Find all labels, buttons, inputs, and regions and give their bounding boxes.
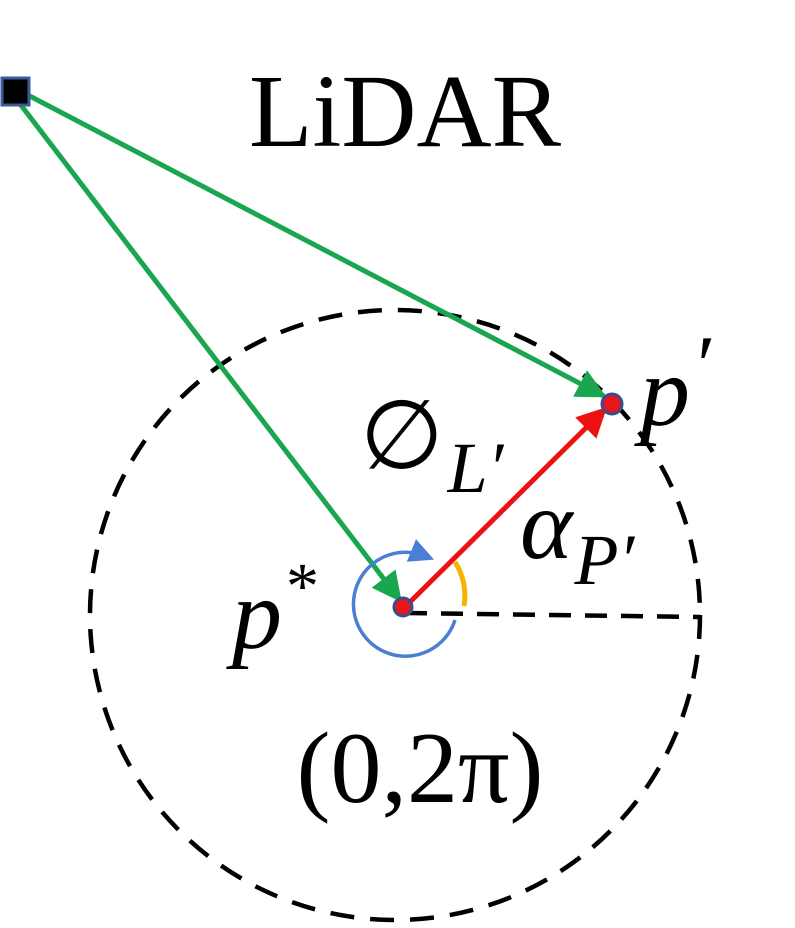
dashed-reference-radius [404,610,701,620]
lidar-ray-to-p-star [15,98,402,603]
alpha-subscript: P′ [574,520,636,600]
alpha-base: α [520,469,575,580]
p-prime-base: p [634,336,690,447]
alpha-label: αP′ [520,469,635,600]
p-star-mark: * [286,550,319,623]
rotation-arrow [351,539,457,658]
lidar-title: LiDAR [249,54,562,169]
phi-subscript: L′ [447,428,505,508]
lidar-ray-to-p-prime [20,89,607,399]
point-p-prime-marker [600,392,624,416]
p-prime-label: p′ [634,319,712,447]
angle-range-label: (0,2π) [297,712,544,825]
p-star-base: p [226,559,282,670]
phi-label: ∅L′ [360,382,505,508]
phi-base: ∅ [360,382,444,489]
point-p-star-marker [392,596,414,618]
alpha-angle-arc [452,560,468,607]
red-vector-p-star-to-p-prime [404,406,608,608]
p-prime-mark: ′ [692,319,712,412]
p-star-label: p* [226,550,319,670]
lidar-sensor-icon [0,76,31,107]
